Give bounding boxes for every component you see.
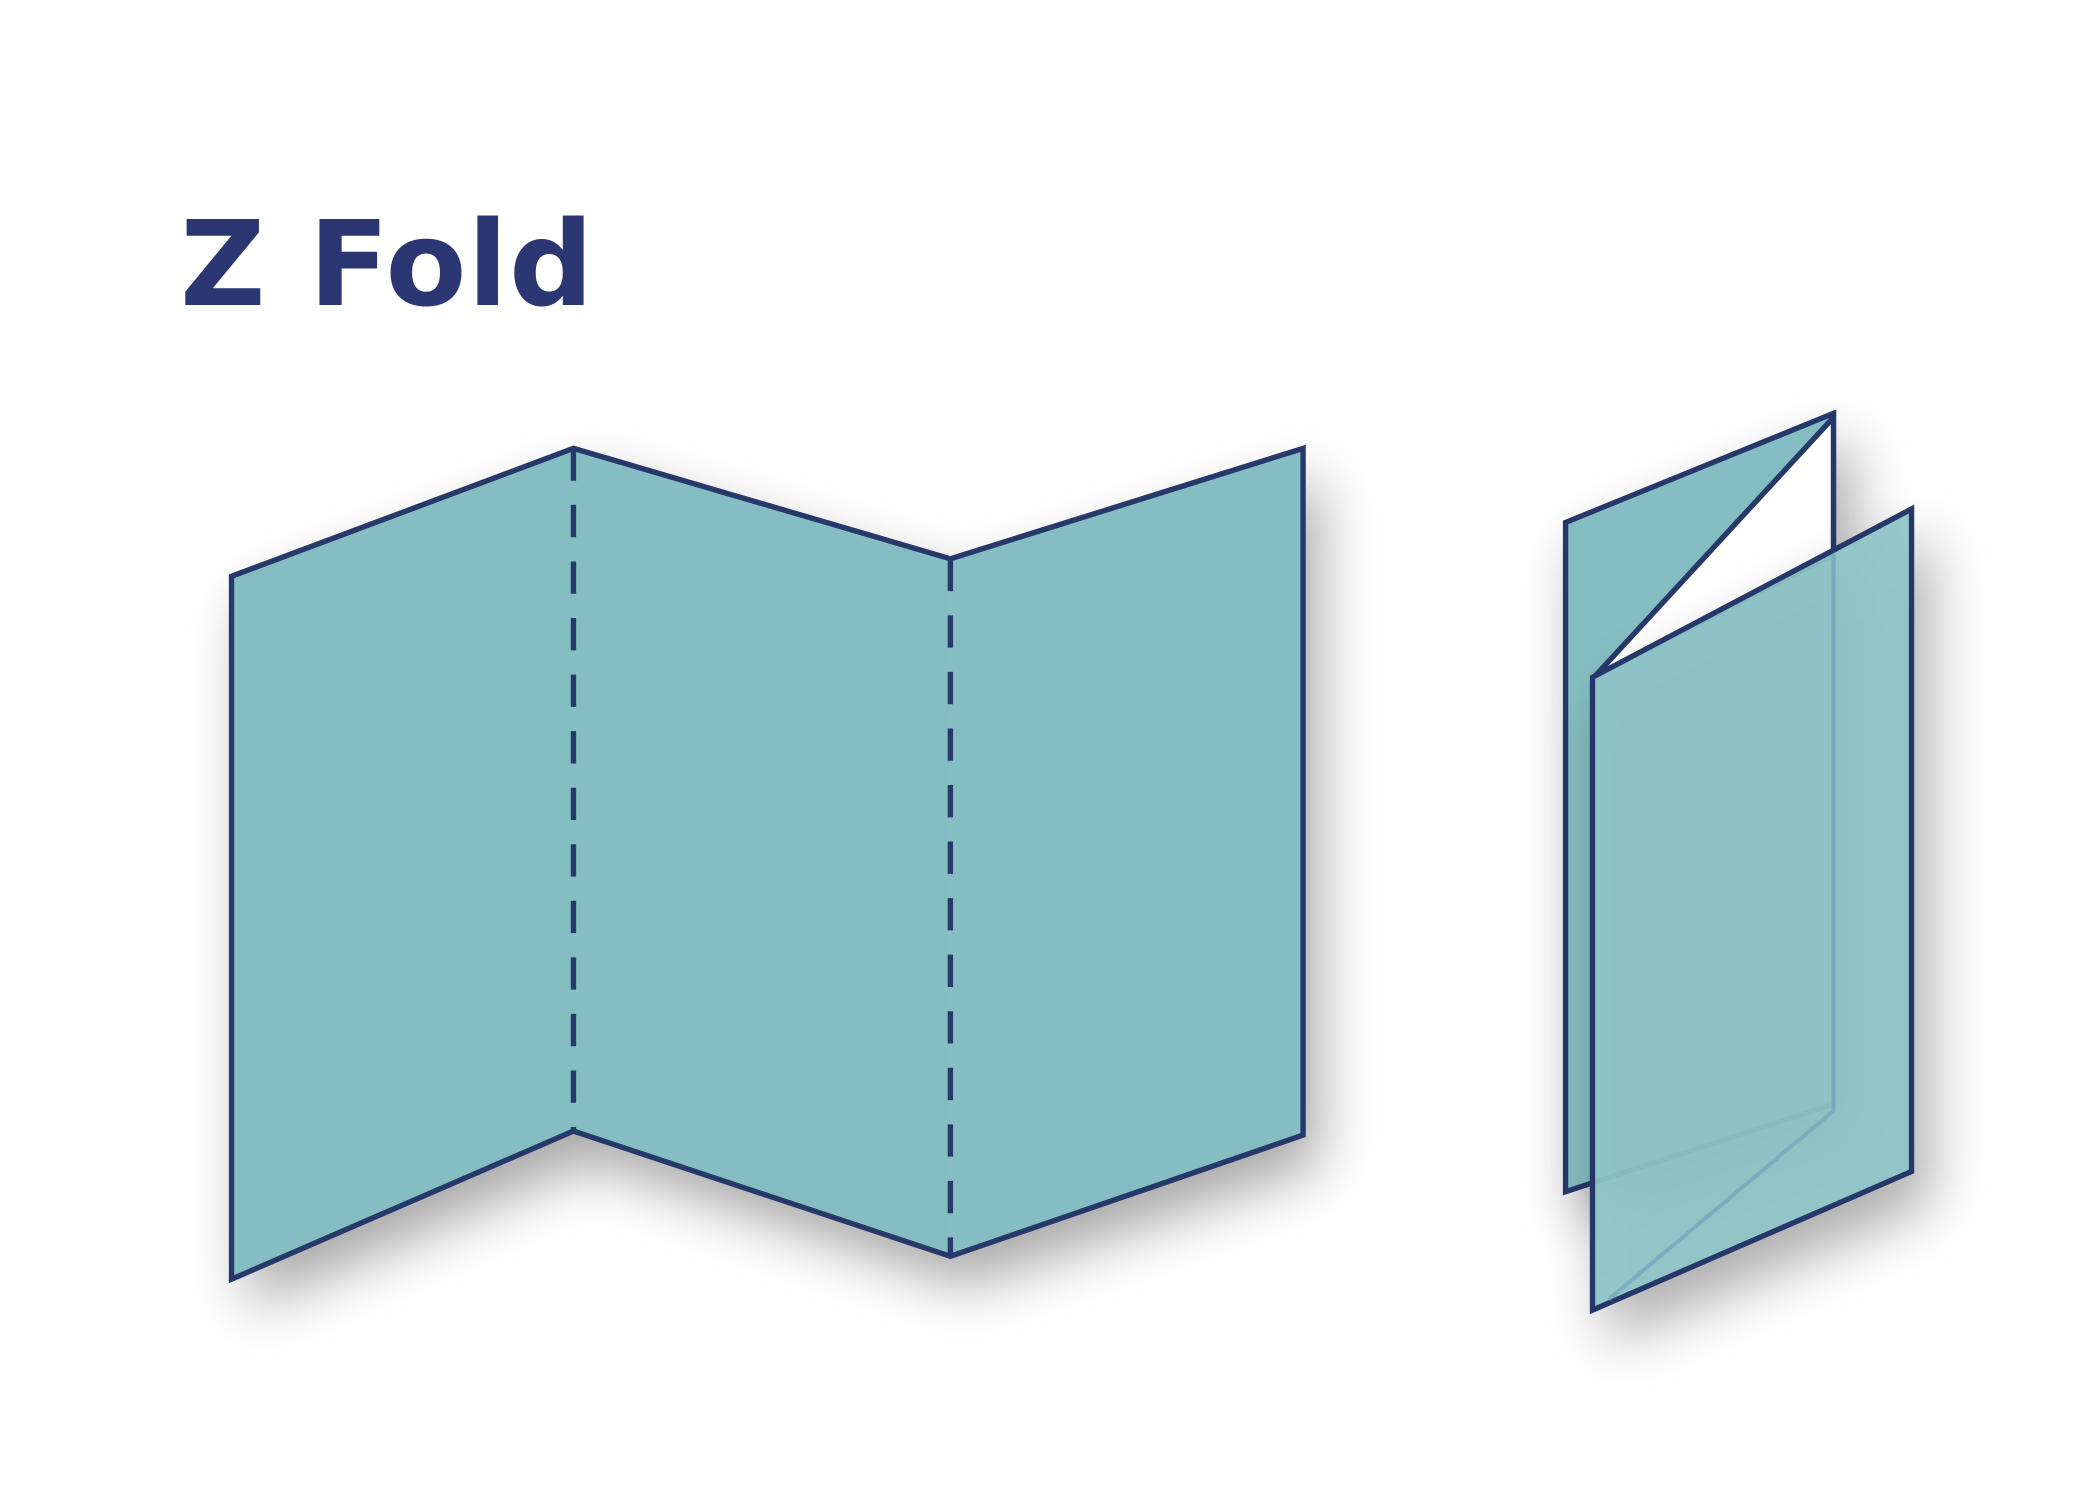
unfolded-brochure (231, 448, 1304, 1280)
hidden-panel-edge (1607, 554, 1836, 1301)
right-panel (950, 448, 1304, 1257)
folded-brochure (1562, 409, 1915, 1315)
middle-panel (573, 448, 951, 1257)
unfolded-outline (228, 444, 1306, 1284)
left-panel (231, 448, 574, 1280)
diagram-title: Z Fold (180, 195, 595, 333)
